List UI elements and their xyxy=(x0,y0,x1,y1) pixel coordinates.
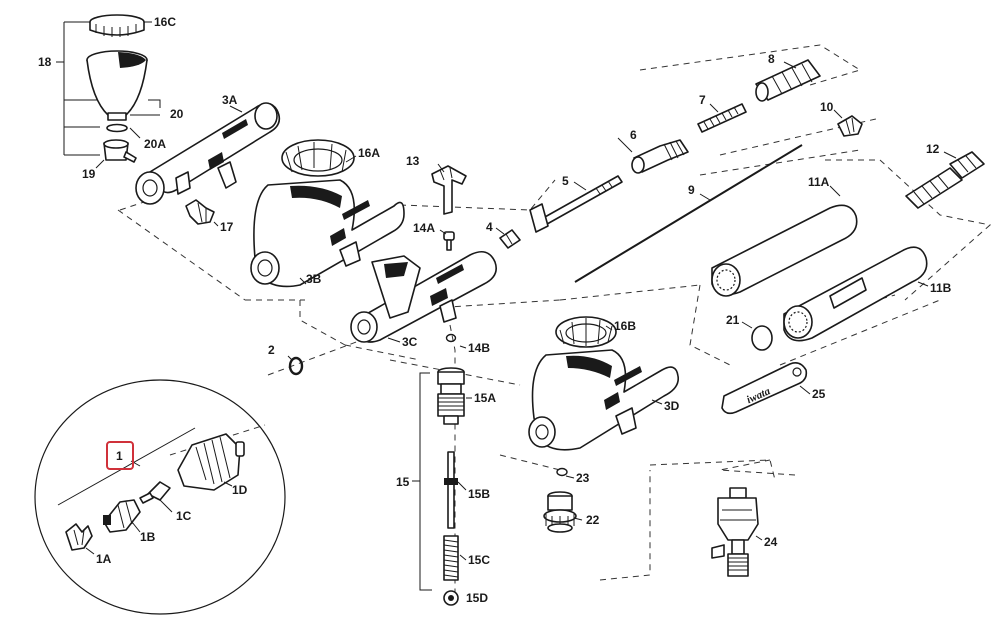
part-8-spring-guide xyxy=(755,59,821,102)
label-19: 19 xyxy=(82,167,96,181)
highlight-box-part-1 xyxy=(106,441,134,470)
label-15D: 15D xyxy=(466,591,488,605)
part-18-cup-assembly xyxy=(56,14,161,163)
leader-lines xyxy=(85,21,957,555)
part-15B-valve-stem xyxy=(444,451,458,529)
label-22: 22 xyxy=(586,513,600,527)
label-15C: 15C xyxy=(468,553,490,567)
part-20-cup xyxy=(86,50,148,121)
label-14A: 14A xyxy=(413,221,435,235)
label-20: 20 xyxy=(170,107,184,121)
inset-circle xyxy=(34,379,286,615)
label-3A: 3A xyxy=(222,93,238,107)
part-3B-body xyxy=(250,179,405,288)
part-1D-nozzle-cap xyxy=(177,433,245,491)
label-6: 6 xyxy=(630,128,637,142)
label-11B: 11B xyxy=(930,281,952,295)
label-1D: 1D xyxy=(232,483,248,497)
label-3B: 3B xyxy=(306,272,322,286)
part-15D-spring-guide xyxy=(443,590,459,606)
part-3A-body xyxy=(135,102,281,205)
part-1A-crown-cap xyxy=(65,523,93,551)
label-25: 25 xyxy=(812,387,826,401)
part-16B-lid xyxy=(555,316,617,348)
label-2: 2 xyxy=(268,343,275,357)
label-9: 9 xyxy=(688,183,695,197)
label-23: 23 xyxy=(576,471,590,485)
part-4-chucking-nut xyxy=(499,229,521,249)
part-10-valve-piece xyxy=(837,115,863,137)
label-14B: 14B xyxy=(468,341,490,355)
label-21: 21 xyxy=(726,313,740,327)
label-3C: 3C xyxy=(402,335,418,349)
part-5-needle-chucking-guide xyxy=(529,175,623,233)
part-11A-handle xyxy=(711,204,858,297)
label-11A: 11A xyxy=(808,175,830,189)
part-20A-oring xyxy=(106,123,128,133)
label-10: 10 xyxy=(820,100,834,114)
part-7-needle-spring xyxy=(697,103,747,133)
part-14A-valve-piece xyxy=(443,231,455,251)
label-3D: 3D xyxy=(664,399,680,413)
part-1C-nozzle xyxy=(139,481,171,504)
label-16C: 16C xyxy=(154,15,176,29)
label-15A: 15A xyxy=(474,391,496,405)
label-12: 12 xyxy=(926,142,940,156)
label-1C: 1C xyxy=(176,509,192,523)
part-21-oring xyxy=(751,325,773,351)
label-17: 17 xyxy=(220,220,234,234)
label-15: 15 xyxy=(396,475,410,489)
part-16C-lid xyxy=(89,14,145,37)
part-3D-body xyxy=(528,349,680,451)
part-17-screw xyxy=(185,199,215,225)
label-8: 8 xyxy=(768,52,775,66)
label-1A: 1A xyxy=(96,552,112,566)
part-19-adapter xyxy=(103,139,137,163)
part-15-valve-assembly xyxy=(412,367,472,606)
nozzle-inset xyxy=(34,379,286,615)
label-5: 5 xyxy=(562,174,569,188)
part-12-adjuster xyxy=(905,151,985,209)
label-16A: 16A xyxy=(358,146,380,160)
part-1B-head xyxy=(103,499,141,533)
part-number-labels: 1 1A 1B 1C 1D 2 3A 3B 3C 3D 4 5 6 7 8 9 … xyxy=(38,15,952,605)
label-15B: 15B xyxy=(468,487,490,501)
label-16B: 16B xyxy=(614,319,636,333)
label-7: 7 xyxy=(699,93,706,107)
part-15C-spring xyxy=(443,535,459,581)
label-24: 24 xyxy=(764,535,778,549)
part-25-wrench: iwata xyxy=(721,362,808,415)
part-13-trigger xyxy=(431,165,467,215)
part-6-needle-chucking-nut xyxy=(631,139,689,174)
label-20A: 20A xyxy=(144,137,166,151)
part-22-air-valve xyxy=(543,491,577,533)
part-2-oring xyxy=(288,356,304,376)
part-14B-oring xyxy=(445,333,457,343)
part-24-moisture-filter xyxy=(711,487,759,577)
label-1: 1 xyxy=(116,449,123,463)
label-13: 13 xyxy=(406,154,420,168)
label-1B: 1B xyxy=(140,530,156,544)
part-9-needle xyxy=(574,144,803,283)
bracket-1 xyxy=(57,427,196,506)
label-4: 4 xyxy=(486,220,493,234)
label-18: 18 xyxy=(38,55,52,69)
part-15A-valve-body xyxy=(437,367,465,425)
part-23-oring xyxy=(556,467,568,477)
part-11B-handle xyxy=(783,246,928,342)
part-16A-lid xyxy=(281,139,355,177)
part-3C-body xyxy=(350,250,497,343)
